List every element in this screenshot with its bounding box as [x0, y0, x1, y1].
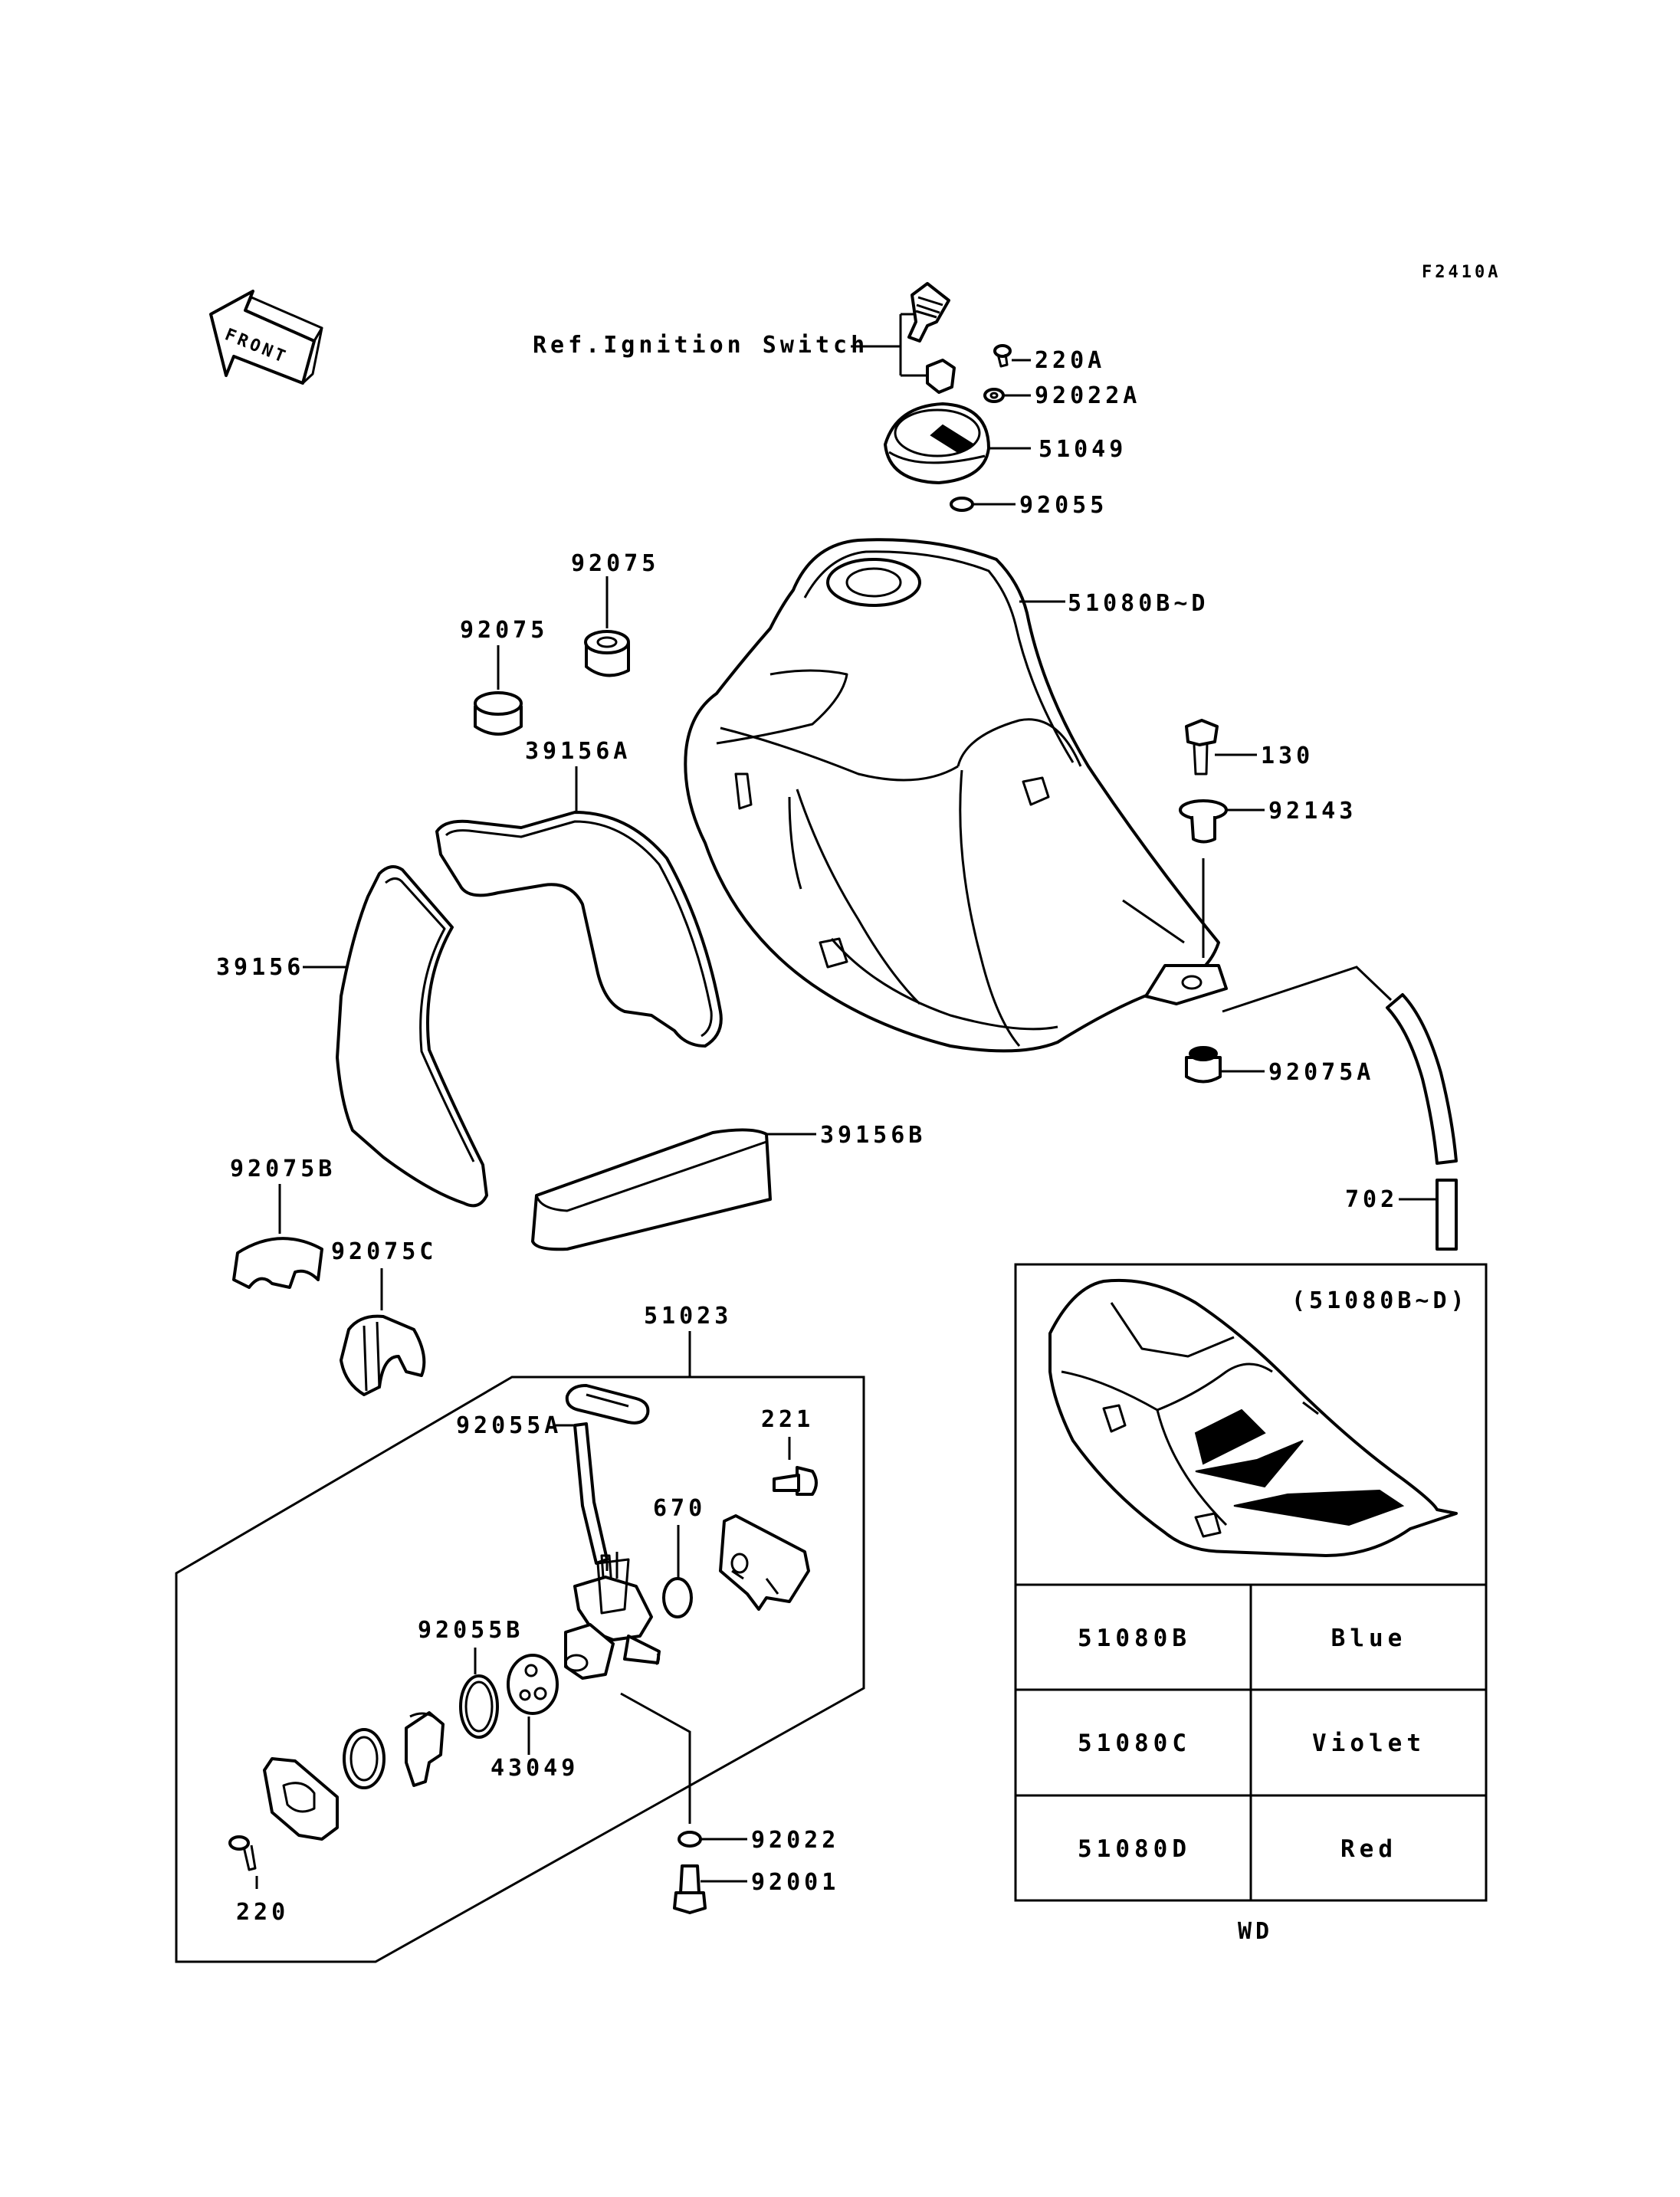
- callout-670: 670: [653, 1495, 706, 1522]
- oring-92055: [950, 497, 974, 512]
- callout-92022a: 92022A: [1035, 382, 1140, 409]
- ref-ignition-label: Ref.Ignition Switch: [533, 332, 868, 359]
- pad-39156a: [435, 811, 723, 1048]
- front-arrow-icon: FRONT: [209, 290, 323, 385]
- damper-92075b: [232, 1237, 323, 1289]
- damper-92075c: [340, 1314, 426, 1396]
- callout-92022: 92022: [751, 1827, 839, 1854]
- ignition-key: [907, 282, 950, 343]
- inset-tank-illustration: [1048, 1278, 1458, 1557]
- callout-92001: 92001: [751, 1869, 839, 1896]
- fuel-tap: [564, 1422, 661, 1680]
- screw-221: [773, 1466, 818, 1496]
- pad-39156: [336, 865, 488, 1208]
- washer-92022: [678, 1831, 702, 1848]
- gasket-92055a: [565, 1384, 650, 1425]
- inset-row-part: 51080D: [1078, 1835, 1191, 1863]
- tap-assembly-frame: [175, 1376, 865, 1963]
- grommet-92075a: [1185, 1046, 1222, 1084]
- callout-43049: 43049: [491, 1755, 579, 1782]
- pad-39156b: [531, 1128, 772, 1251]
- callout-220: 220: [236, 1899, 289, 1926]
- fuel-tank: [684, 538, 1228, 1053]
- callout-51049: 51049: [1039, 436, 1127, 463]
- callout-221: 221: [761, 1406, 814, 1433]
- washer-92022a: [983, 388, 1005, 403]
- callout-92075c: 92075C: [331, 1238, 437, 1265]
- tap-plate: [263, 1757, 339, 1841]
- callout-92075-top: 92075: [571, 550, 659, 577]
- figure-code: F2410A: [1422, 263, 1501, 282]
- callout-39156: 39156: [216, 954, 304, 981]
- damper-92075-left: [474, 691, 523, 736]
- callout-92143: 92143: [1268, 798, 1357, 825]
- gasket-43049: [507, 1654, 559, 1715]
- inset-row-color: Violet: [1312, 1730, 1426, 1757]
- collar-92143: [1179, 799, 1228, 844]
- oring-670: [662, 1577, 693, 1618]
- callout-130: 130: [1261, 743, 1314, 769]
- callout-92055: 92055: [1019, 492, 1107, 519]
- tap-seal-ring: [343, 1728, 386, 1789]
- callout-92055b: 92055B: [418, 1617, 523, 1644]
- callout-92075b: 92075B: [230, 1156, 336, 1182]
- color-variant-inset: (51080B~D) 51080B Blue 51080C Violet 510…: [1014, 1263, 1488, 1902]
- callout-702: 702: [1345, 1186, 1398, 1213]
- footer-code: WD: [1238, 1918, 1273, 1945]
- fuel-cap: [884, 402, 990, 484]
- ignition-lock-cylinder: [926, 359, 956, 394]
- callout-39156b: 39156B: [820, 1122, 926, 1149]
- inset-row-part: 51080C: [1078, 1730, 1191, 1757]
- inset-row-color: Red: [1340, 1835, 1397, 1863]
- tap-cover-plate: [719, 1514, 810, 1611]
- tap-lever: [405, 1711, 445, 1787]
- callout-51080: 51080B~D: [1068, 590, 1209, 617]
- callout-92075-left: 92075: [460, 617, 548, 644]
- bolt-92001: [673, 1864, 707, 1914]
- inset-row-part: 51080B: [1078, 1625, 1191, 1652]
- callout-39156a: 39156A: [525, 738, 631, 765]
- callout-92075a: 92075A: [1268, 1059, 1374, 1086]
- bolt-130: [1185, 719, 1219, 776]
- callout-51023: 51023: [644, 1303, 732, 1330]
- damper-92075-top: [584, 630, 630, 677]
- inset-row-color: Blue: [1331, 1625, 1407, 1652]
- inset-caption: (51080B~D): [1291, 1287, 1468, 1314]
- screw-220a: [993, 344, 1012, 368]
- hose-702: [1386, 993, 1458, 1251]
- screw-220: [228, 1835, 257, 1871]
- callout-220a: 220A: [1035, 347, 1105, 374]
- callout-92055a: 92055A: [456, 1412, 562, 1439]
